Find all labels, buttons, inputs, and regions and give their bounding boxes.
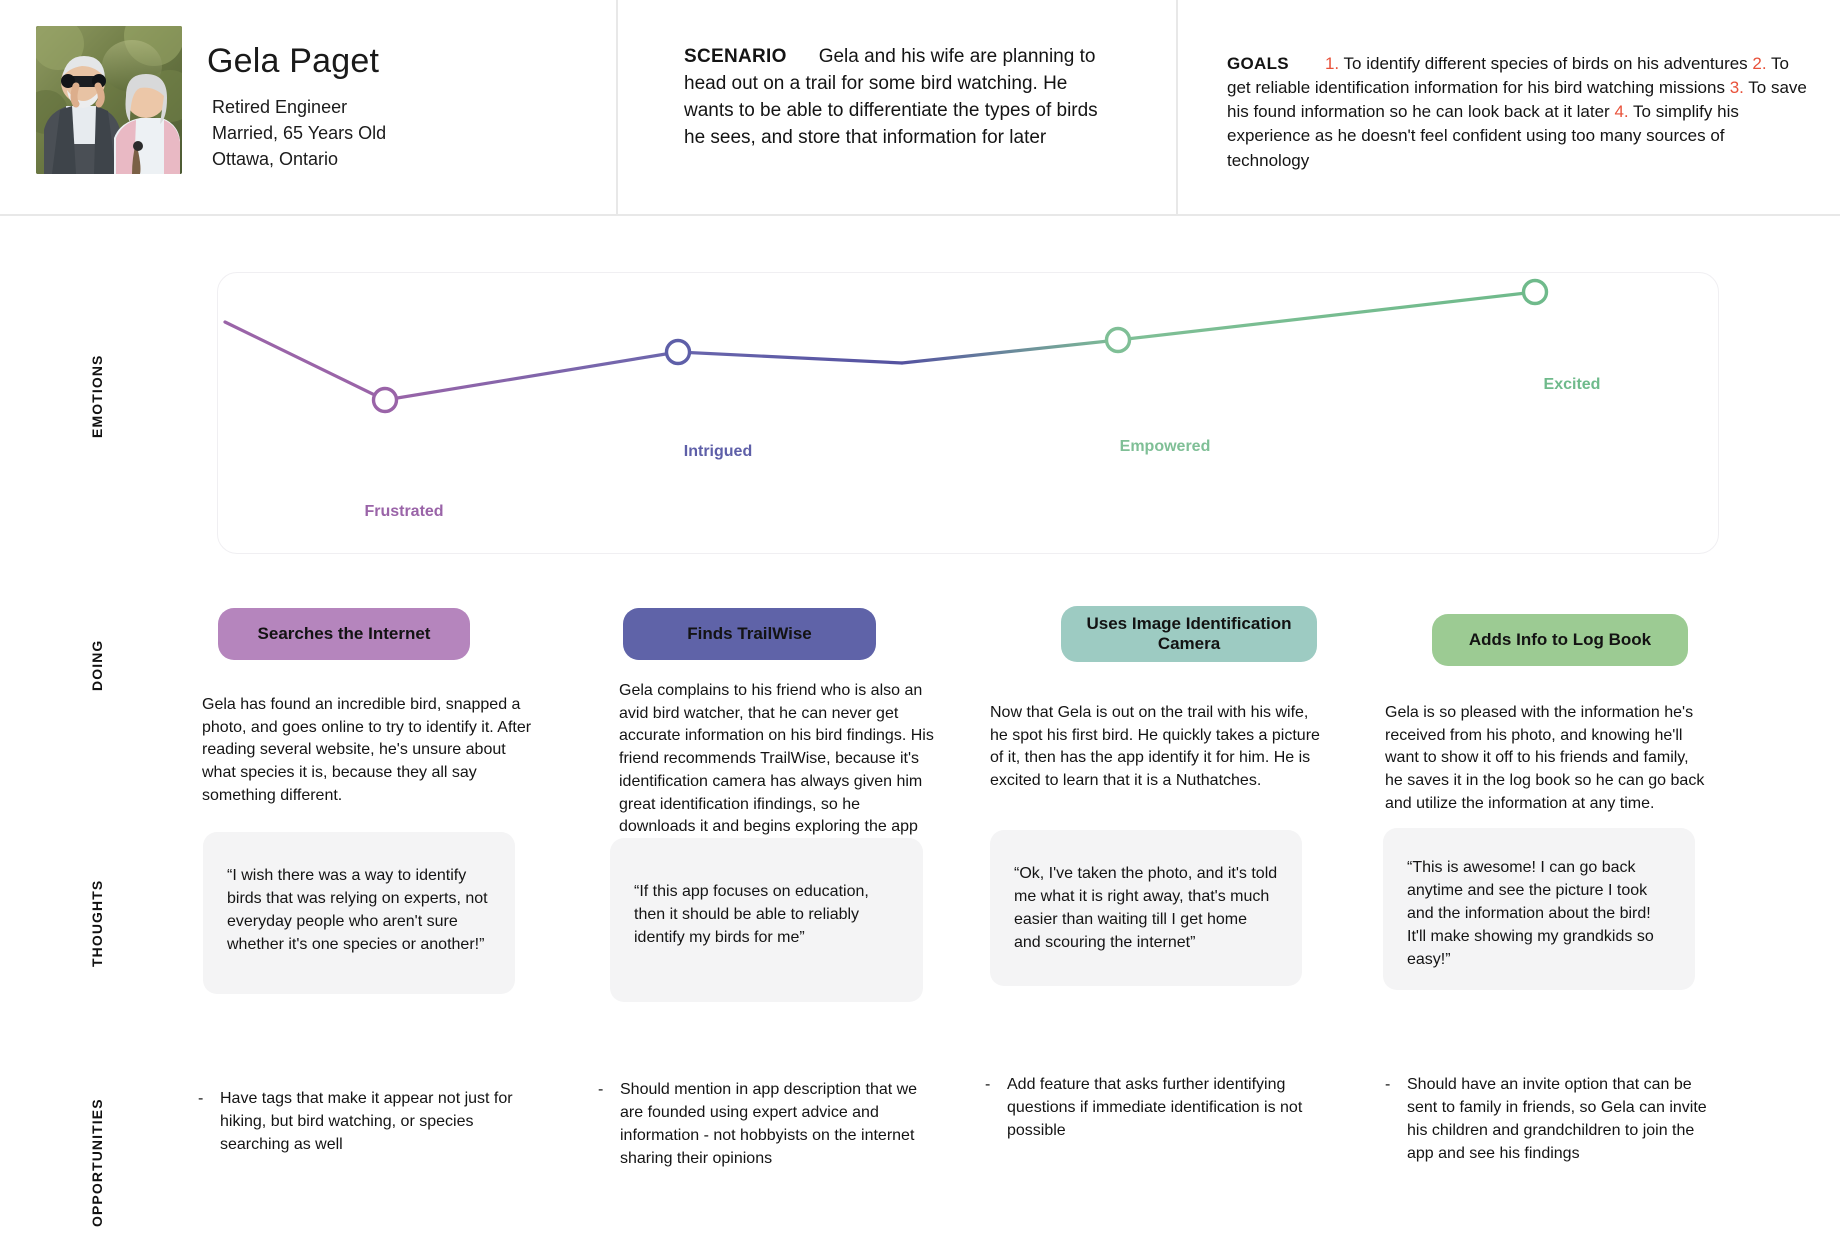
doing-text-column-1: Gela has found an incredible bird, snapp…	[202, 696, 532, 804]
emotion-point-marker-empowered[interactable]	[1104, 326, 1132, 354]
goals-label: GOALS	[1227, 54, 1289, 73]
opportunity-text: Should mention in app description that w…	[620, 1081, 918, 1168]
emotion-label-intrigued: Intrigued	[683, 443, 753, 460]
persona-location: Ottawa, Ontario	[212, 149, 339, 169]
thought-bubble-column-1: “I wish there was a way to identify bird…	[203, 832, 515, 994]
header-divider-2	[1176, 0, 1178, 214]
opportunity-bullet-dash: -	[1385, 1076, 1391, 1093]
opportunity-bullet-dash: -	[985, 1076, 991, 1093]
goal-text-2: To get reliable identification informati…	[1227, 54, 1789, 98]
goals-list: 1. To identify different species of bird…	[1227, 54, 1807, 170]
emotion-line-path	[223, 290, 1537, 402]
doing-text-column-3: Now that Gela is out on the trail with h…	[990, 704, 1320, 790]
row-label-opportunities: OPPORTUNITIES	[89, 1098, 105, 1228]
emotion-label-excited: Excited	[1543, 376, 1601, 393]
emotion-point-marker-frustrated[interactable]	[371, 386, 399, 414]
opportunity-item-column-4: - Should have an invite option that can …	[1385, 1073, 1715, 1165]
opportunity-text: Should have an invite option that can be…	[1407, 1076, 1707, 1163]
stage-pill-adds-info-to-log-book[interactable]: Adds Info to Log Book	[1432, 614, 1688, 666]
thought-text: “I wish there was a way to identify bird…	[227, 867, 488, 954]
emotion-line-segment-2	[383, 350, 680, 402]
header-divider-1	[616, 0, 618, 214]
row-label-emotions: EMOTIONS	[89, 354, 105, 438]
emotion-markers	[371, 278, 1549, 414]
opportunity-item-column-3: - Add feature that asks further identify…	[985, 1073, 1315, 1142]
opportunity-item-column-2: - Should mention in app description that…	[598, 1078, 928, 1170]
thought-bubble-column-2: “If this app focuses on education, then …	[610, 838, 923, 1002]
thought-text: “If this app focuses on education, then …	[634, 883, 869, 947]
emotion-line-segment-3	[676, 350, 904, 365]
thought-text: “This is awesome! I can go back anytime …	[1407, 859, 1654, 969]
opportunity-text: Have tags that make it appear not just f…	[220, 1090, 513, 1154]
persona-status: Married, 65 Years Old	[212, 123, 387, 143]
persona-role: Retired Engineer	[212, 97, 348, 117]
opportunity-text: Add feature that asks further identifyin…	[1007, 1076, 1303, 1140]
thought-bubble-column-4: “This is awesome! I can go back anytime …	[1383, 828, 1695, 990]
header-band: Gela Paget Retired Engineer Married, 65 …	[0, 0, 1840, 216]
goal-text-4: To simplify his experience as he doesn't…	[1227, 102, 1739, 170]
opportunity-bullet-dash: -	[598, 1081, 604, 1098]
thought-bubble-column-3: “Ok, I've taken the photo, and it's told…	[990, 830, 1302, 986]
emotion-line-segment-5	[1116, 290, 1537, 342]
doing-text-column-4: Gela is so pleased with the information …	[1385, 704, 1705, 812]
emotion-line-segment-1	[223, 320, 387, 402]
emotion-point-marker-excited[interactable]	[1521, 278, 1549, 306]
goal-text-3: To save his found information so he can …	[1227, 78, 1807, 122]
goal-number-2: 2.	[1752, 54, 1772, 73]
emotions-chart-panel	[217, 272, 1719, 554]
row-label-doing: DOING	[89, 639, 105, 691]
opportunity-bullet-dash: -	[198, 1090, 204, 1107]
persona-photo	[36, 26, 182, 174]
goal-number-3: 3.	[1729, 78, 1749, 98]
stage-pill-uses-image-identification-camera[interactable]: Uses Image Identification Camera	[1061, 606, 1317, 662]
goal-number-1: 1.	[1324, 54, 1344, 73]
emotion-label-empowered: Empowered	[1119, 438, 1211, 455]
goal-text-1: To identify different species of birds o…	[1343, 54, 1753, 73]
emotion-label-frustrated: Frustrated	[364, 503, 444, 520]
stage-pill-searches-the-internet[interactable]: Searches the Internet	[218, 608, 470, 660]
thought-text: “Ok, I've taken the photo, and it's told…	[1014, 865, 1278, 952]
page-title: Gela Paget	[207, 42, 380, 80]
emotion-point-marker-intrigued[interactable]	[664, 338, 692, 366]
persona-block: Gela Paget Retired Engineer Married, 65 …	[36, 26, 596, 186]
goal-number-4: 4.	[1614, 102, 1634, 122]
row-label-thoughts: THOUGHTS	[89, 879, 105, 967]
emotion-curve-chart	[223, 278, 1549, 414]
stage-pill-finds-trailwise[interactable]: Finds TrailWise	[623, 608, 876, 660]
emotion-line-segment-4	[900, 338, 1120, 365]
scenario-label: SCENARIO	[684, 46, 787, 67]
opportunity-item-column-1: - Have tags that make it appear not just…	[198, 1087, 538, 1156]
doing-text-column-2: Gela complains to his friend who is also…	[619, 682, 934, 836]
scenario-body: Gela and his wife are planning to head o…	[684, 46, 1098, 148]
